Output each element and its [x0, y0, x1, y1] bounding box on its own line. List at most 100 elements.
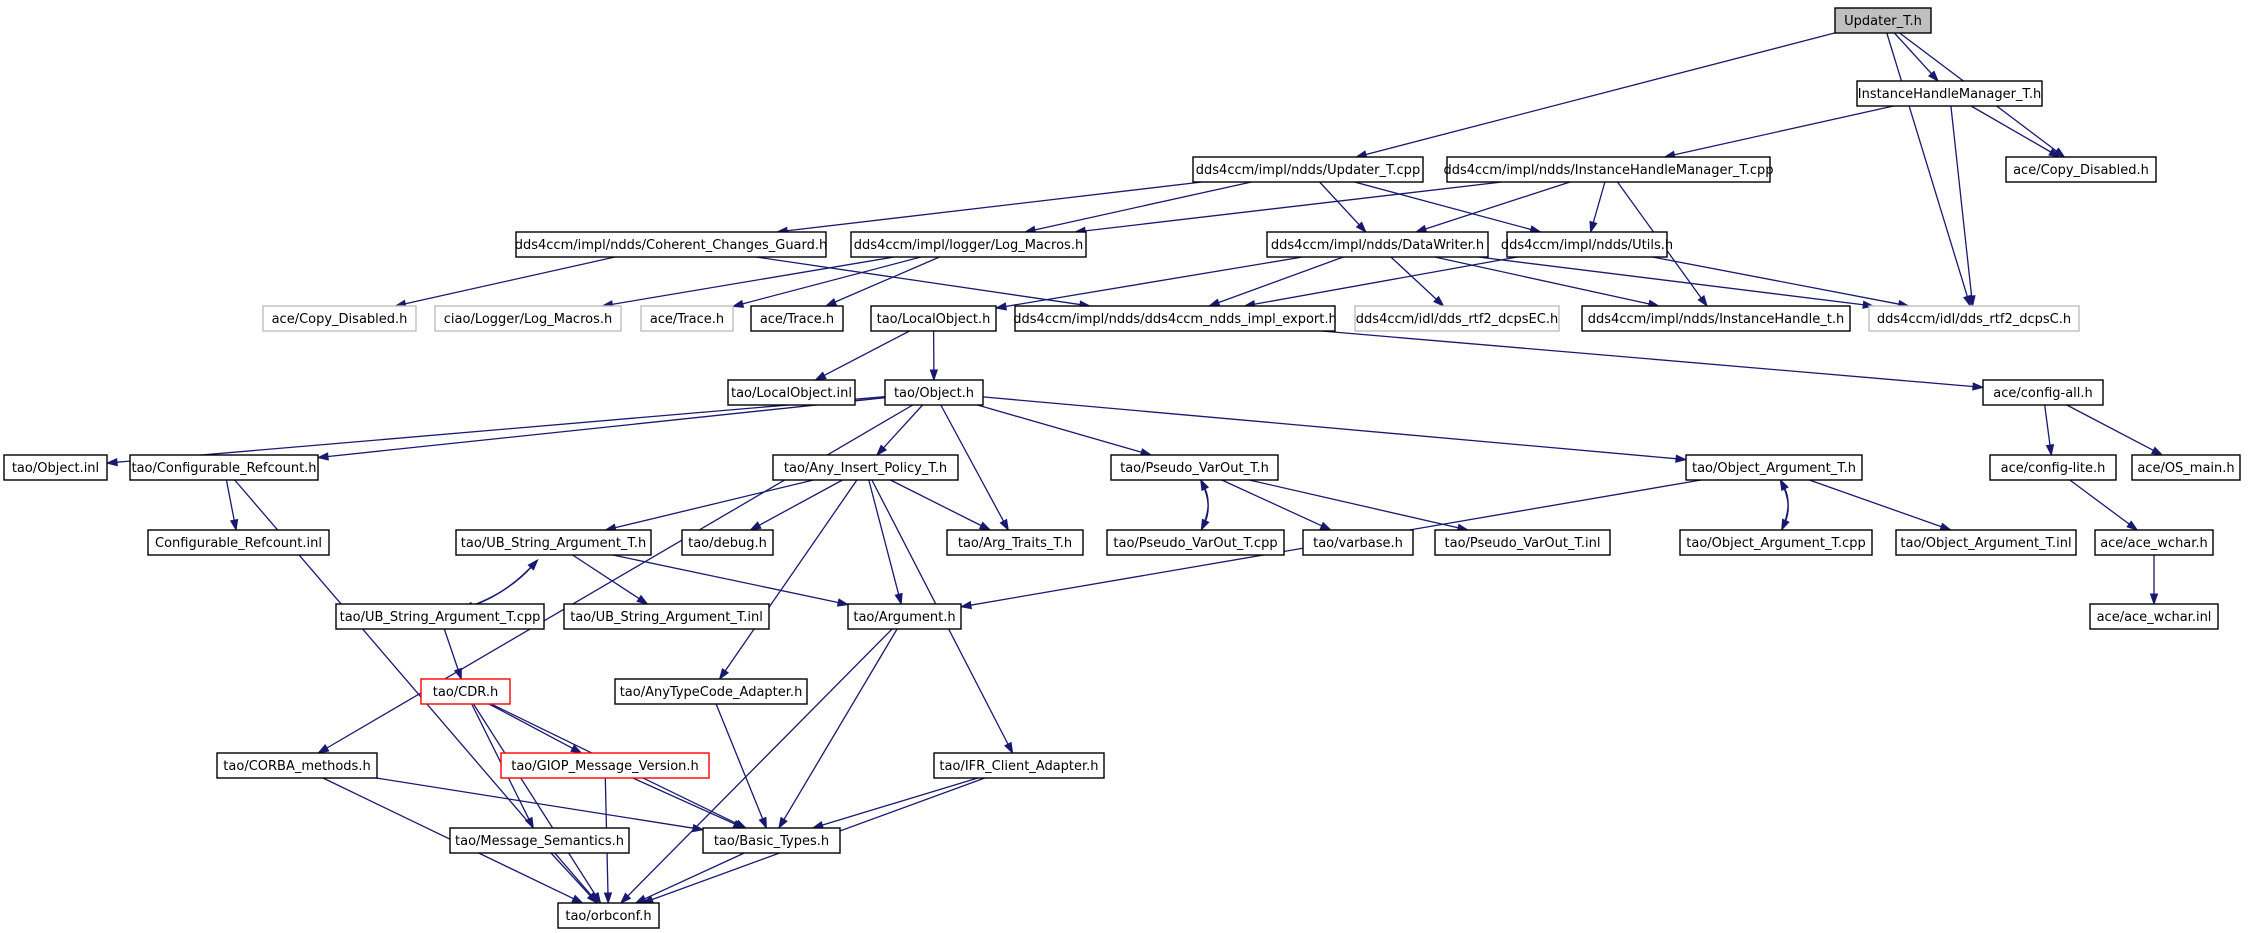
node-object_argument_inl[interactable]: tao/Object_Argument_T.inl	[1895, 529, 2077, 556]
node-dds_rtf2_dcpsc[interactable]: dds4ccm/idl/dds_rtf2_dcpsC.h	[1868, 305, 2080, 332]
node-box-pseudo_varout_cpp[interactable]	[1106, 529, 1285, 556]
node-ace_wchar_inl[interactable]: ace/ace_wchar.inl	[2089, 603, 2219, 630]
node-configurable_refcount_inl[interactable]: Configurable_Refcount.inl	[147, 529, 330, 556]
node-object_h[interactable]: tao/Object.h	[884, 379, 984, 406]
node-basic_types[interactable]: tao/Basic_Types.h	[702, 827, 841, 854]
node-coherent_guard[interactable]: dds4ccm/impl/ndds/Coherent_Changes_Guard…	[515, 231, 828, 258]
node-box-configurable_refcount[interactable]	[129, 454, 319, 481]
node-varbase[interactable]: tao/varbase.h	[1302, 529, 1414, 556]
node-arg_traits[interactable]: tao/Arg_Traits_T.h	[946, 529, 1084, 556]
node-ub_string_arg_cpp[interactable]: tao/UB_String_Argument_T.cpp	[335, 603, 545, 630]
node-argument_h[interactable]: tao/Argument.h	[847, 603, 962, 630]
node-box-argument_h[interactable]	[847, 603, 962, 630]
node-ub_string_arg_inl[interactable]: tao/UB_String_Argument_T.inl	[563, 603, 770, 630]
node-box-message_semantics[interactable]	[449, 827, 630, 854]
node-box-instancehandlemanager_t_h[interactable]	[1856, 80, 2043, 107]
node-box-object_argument_cpp[interactable]	[1679, 529, 1873, 556]
node-orbconf[interactable]: tao/orbconf.h	[557, 902, 660, 929]
node-debug_h[interactable]: tao/debug.h	[681, 529, 774, 556]
node-object_inl[interactable]: tao/Object.inl	[3, 454, 108, 481]
node-box-debug_h[interactable]	[681, 529, 774, 556]
node-box-utils[interactable]	[1506, 231, 1668, 258]
node-cdr_h[interactable]: tao/CDR.h	[420, 678, 511, 705]
node-box-localobject_h[interactable]	[870, 305, 997, 332]
node-box-object_argument_h[interactable]	[1685, 454, 1863, 481]
node-box-ihm_t_cpp[interactable]	[1446, 156, 1771, 183]
node-message_semantics[interactable]: tao/Message_Semantics.h	[449, 827, 630, 854]
node-box-os_main[interactable]	[2131, 454, 2241, 481]
node-trace_2[interactable]: ace/Trace.h	[750, 305, 844, 332]
node-box-ace_wchar_h[interactable]	[2094, 529, 2214, 556]
node-object_argument_cpp[interactable]: tao/Object_Argument_T.cpp	[1679, 529, 1873, 556]
node-box-ub_string_arg_inl[interactable]	[563, 603, 770, 630]
node-box-trace_2[interactable]	[750, 305, 844, 332]
node-box-dds_rtf2_dcpsc[interactable]	[1868, 305, 2080, 332]
node-object_argument_h[interactable]: tao/Object_Argument_T.h	[1685, 454, 1863, 481]
node-pseudo_varout_inl[interactable]: tao/Pseudo_VarOut_T.inl	[1434, 529, 1611, 556]
node-box-configurable_refcount_inl[interactable]	[147, 529, 330, 556]
node-box-copy_disabled_2[interactable]	[262, 305, 417, 332]
node-box-varbase[interactable]	[1302, 529, 1414, 556]
node-pseudo_varout_h[interactable]: tao/Pseudo_VarOut_T.h	[1110, 454, 1279, 481]
node-instancehandle_t[interactable]: dds4ccm/impl/ndds/InstanceHandle_t.h	[1581, 305, 1851, 332]
node-box-cdr_h[interactable]	[420, 678, 511, 705]
node-box-object_h[interactable]	[884, 379, 984, 406]
node-box-ifr_client_adapter[interactable]	[933, 752, 1105, 779]
node-ihm_t_cpp[interactable]: dds4ccm/impl/ndds/InstanceHandleManager_…	[1443, 156, 1774, 183]
node-box-object_inl[interactable]	[3, 454, 108, 481]
node-box-localobject_inl[interactable]	[727, 379, 856, 406]
node-ciao_log_macros[interactable]: ciao/Logger/Log_Macros.h	[434, 305, 622, 332]
node-box-basic_types[interactable]	[702, 827, 841, 854]
node-os_main[interactable]: ace/OS_main.h	[2131, 454, 2241, 481]
node-box-updater_t_cpp[interactable]	[1192, 156, 1424, 183]
node-box-copy_disabled_1[interactable]	[2005, 156, 2157, 183]
node-config_lite[interactable]: ace/config-lite.h	[1989, 454, 2117, 481]
node-trace_1[interactable]: ace/Trace.h	[640, 305, 734, 332]
node-giop_message_version[interactable]: tao/GIOP_Message_Version.h	[500, 752, 710, 779]
node-ace_wchar_h[interactable]: ace/ace_wchar.h	[2094, 529, 2214, 556]
node-box-log_macros[interactable]	[850, 231, 1087, 258]
node-box-updater_t_h[interactable]	[1834, 7, 1932, 34]
node-box-ndds_impl_export[interactable]	[1014, 305, 1336, 332]
node-box-arg_traits[interactable]	[946, 529, 1084, 556]
node-utils[interactable]: dds4ccm/impl/ndds/Utils.h	[1501, 231, 1673, 258]
node-box-trace_1[interactable]	[640, 305, 734, 332]
node-box-dds_rtf2_dcpsec[interactable]	[1354, 305, 1560, 332]
node-ub_string_arg_h[interactable]: tao/UB_String_Argument_T.h	[455, 529, 652, 556]
node-box-instancehandle_t[interactable]	[1581, 305, 1851, 332]
node-updater_t_cpp[interactable]: dds4ccm/impl/ndds/Updater_T.cpp	[1192, 156, 1424, 183]
node-box-object_argument_inl[interactable]	[1895, 529, 2077, 556]
node-box-coherent_guard[interactable]	[515, 231, 827, 258]
node-copy_disabled_1[interactable]: ace/Copy_Disabled.h	[2005, 156, 2157, 183]
node-box-ub_string_arg_cpp[interactable]	[335, 603, 545, 630]
node-box-config_lite[interactable]	[1989, 454, 2117, 481]
node-box-ace_wchar_inl[interactable]	[2089, 603, 2219, 630]
node-box-pseudo_varout_h[interactable]	[1110, 454, 1279, 481]
node-box-datawriter[interactable]	[1266, 231, 1489, 258]
node-box-pseudo_varout_inl[interactable]	[1434, 529, 1611, 556]
node-box-any_insert_policy[interactable]	[772, 454, 959, 481]
node-box-ciao_log_macros[interactable]	[434, 305, 622, 332]
node-box-corba_methods[interactable]	[216, 752, 378, 779]
node-config_all[interactable]: ace/config-all.h	[1982, 379, 2104, 406]
node-updater_t_h[interactable]: Updater_T.h	[1834, 7, 1932, 34]
node-any_insert_policy[interactable]: tao/Any_Insert_Policy_T.h	[772, 454, 959, 481]
node-corba_methods[interactable]: tao/CORBA_methods.h	[216, 752, 378, 779]
node-copy_disabled_2[interactable]: ace/Copy_Disabled.h	[262, 305, 417, 332]
node-instancehandlemanager_t_h[interactable]: InstanceHandleManager_T.h	[1856, 80, 2043, 107]
node-anytypecode_adapter[interactable]: tao/AnyTypeCode_Adapter.h	[614, 678, 808, 705]
node-localobject_h[interactable]: tao/LocalObject.h	[870, 305, 997, 332]
node-pseudo_varout_cpp[interactable]: tao/Pseudo_VarOut_T.cpp	[1106, 529, 1285, 556]
node-box-anytypecode_adapter[interactable]	[614, 678, 808, 705]
node-datawriter[interactable]: dds4ccm/impl/ndds/DataWriter.h	[1266, 231, 1489, 258]
node-ndds_impl_export[interactable]: dds4ccm/impl/ndds/dds4ccm_ndds_impl_expo…	[1013, 305, 1337, 332]
node-log_macros[interactable]: dds4ccm/impl/logger/Log_Macros.h	[850, 231, 1087, 258]
node-localobject_inl[interactable]: tao/LocalObject.inl	[727, 379, 856, 406]
node-box-ub_string_arg_h[interactable]	[455, 529, 652, 556]
node-dds_rtf2_dcpsec[interactable]: dds4ccm/idl/dds_rtf2_dcpsEC.h	[1354, 305, 1560, 332]
node-configurable_refcount[interactable]: tao/Configurable_Refcount.h	[129, 454, 319, 481]
node-ifr_client_adapter[interactable]: tao/IFR_Client_Adapter.h	[933, 752, 1105, 779]
node-box-config_all[interactable]	[1982, 379, 2104, 406]
node-box-giop_message_version[interactable]	[500, 752, 710, 779]
node-box-orbconf[interactable]	[557, 902, 660, 929]
